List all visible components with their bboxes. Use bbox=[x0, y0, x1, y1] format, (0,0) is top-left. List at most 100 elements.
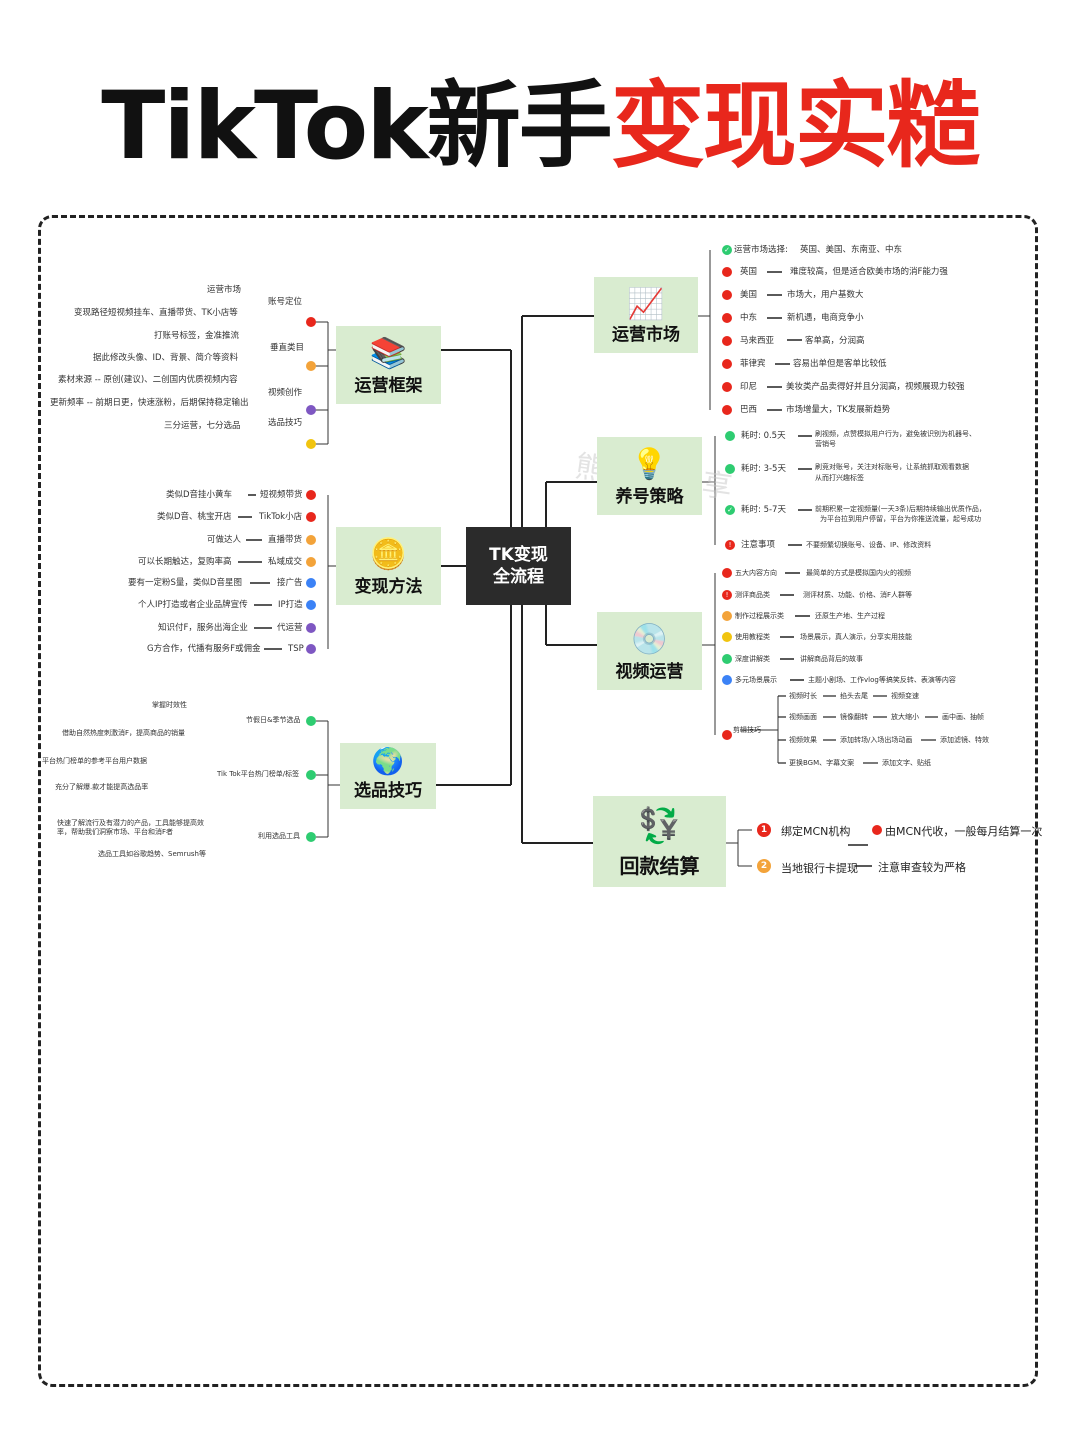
monetization-desc: 类似D音、桃宝开店 bbox=[157, 512, 232, 522]
framework-item: 素材来源 -- 原创(建议)、二创国内优质视频内容 bbox=[58, 375, 238, 385]
globe-icon: 🌍 bbox=[371, 747, 405, 777]
green-dot-icon bbox=[306, 832, 316, 842]
green-dot-icon bbox=[306, 770, 316, 780]
books-icon: 📚 bbox=[369, 336, 408, 371]
red-dot-icon bbox=[722, 336, 732, 346]
red-dot-icon bbox=[722, 730, 732, 740]
selection-item: 选品工具如谷歌趋势、Semrush等 bbox=[98, 850, 206, 858]
video-key: 测评商品类 bbox=[735, 591, 770, 599]
alert-icon: ! bbox=[725, 540, 735, 550]
nurturing-key: 耗时: 3-5天 bbox=[741, 464, 786, 474]
editing-item: 视频变速 bbox=[891, 692, 919, 700]
monetization-method: 代运营 bbox=[277, 623, 303, 633]
market-key: 英国 bbox=[740, 267, 758, 277]
framework-group-label: 选品技巧 bbox=[268, 418, 303, 428]
editing-item: 添加转场/入场出场动画 bbox=[840, 736, 913, 744]
purple-dot-icon bbox=[306, 644, 316, 654]
market-key: 中东 bbox=[740, 313, 758, 323]
monetization-desc: 个人IP打造或者企业品牌宣传 bbox=[138, 600, 248, 610]
video-key: 多元场景展示 bbox=[735, 676, 777, 684]
video-key: 深度讲解类 bbox=[735, 655, 770, 663]
red-dot-icon bbox=[722, 290, 732, 300]
editing-label: 剪辑技巧 bbox=[733, 726, 761, 734]
market-value: 容易出单但是客单比较低 bbox=[793, 359, 887, 369]
editing-item: 画中画、抽帧 bbox=[942, 713, 984, 721]
selection-item: 借助自然热度刺激消F，提高商品的销量 bbox=[62, 729, 186, 737]
selection-item: 充分了解爆.款才能提高选品率 bbox=[55, 783, 149, 791]
monetization-method: 私域成交 bbox=[268, 557, 303, 567]
video-value: 讲解商品背后的故事 bbox=[800, 655, 863, 663]
number-badge-1: 1 bbox=[757, 823, 771, 837]
red-dot-icon bbox=[306, 512, 316, 522]
green-dot-icon bbox=[306, 716, 316, 726]
category-label: 视频运营 bbox=[615, 662, 684, 682]
market-key: 印尼 bbox=[740, 382, 758, 392]
market-value: 难度较高，但是适合欧美市场的消F能力强 bbox=[790, 267, 948, 277]
page-title: TikTok新手变现实糙 bbox=[0, 72, 1080, 182]
editing-item: 放大缩小 bbox=[891, 713, 919, 721]
market-value: 市场增量大，TK发展新趋势 bbox=[786, 405, 891, 415]
red-dot-icon bbox=[872, 825, 882, 835]
editing-item: 添加滤镜、特效 bbox=[940, 736, 989, 744]
center-node: TK变现 全流程 bbox=[466, 527, 571, 605]
yellow-dot-icon bbox=[306, 439, 316, 449]
video-value: 最简单的方式是模拟国内火的视频 bbox=[806, 569, 911, 577]
monetization-desc: 类似D音挂小黄车 bbox=[166, 490, 233, 500]
monetization-desc: 可以长期触达，复购率高 bbox=[138, 557, 232, 567]
editing-item: 视频画面 bbox=[789, 713, 817, 721]
check-icon: ✓ bbox=[722, 245, 732, 255]
monetization-method: TikTok小店 bbox=[259, 512, 303, 522]
market-key: 马来西亚 bbox=[740, 336, 775, 346]
category-label: 变现方法 bbox=[354, 577, 423, 597]
editing-item: 更换BGM、字幕文案 bbox=[789, 759, 855, 767]
green-dot-icon bbox=[725, 431, 735, 441]
nurturing-value: 刷竞对账号，关注对标账号，让系统抓取观看数据 bbox=[815, 463, 969, 471]
payment-key: 绑定MCN机构 bbox=[781, 825, 851, 838]
nurturing-value: 为平台拉到用户停留，平台为你推送流量，起号成功 bbox=[820, 515, 981, 523]
yellow-dot-icon bbox=[722, 632, 732, 642]
selection-group-label: 节假日&季节选品 bbox=[246, 716, 301, 724]
framework-item: 更新频率 -- 前期日更，快速涨粉，后期保持稳定输出 bbox=[50, 398, 249, 408]
green-dot-icon bbox=[722, 654, 732, 664]
selection-item: 快速了解流行及有潜力的产品，工具能够提高效率，帮助我们洞察市场、平台和消F者 bbox=[57, 819, 204, 836]
orange-dot-icon bbox=[306, 535, 316, 545]
editing-item: 添加文字、贴纸 bbox=[882, 759, 931, 767]
red-dot-icon bbox=[722, 313, 732, 323]
framework-item: 打账号标签，金准推流 bbox=[154, 331, 240, 341]
orange-dot-icon bbox=[306, 557, 316, 567]
category-label: 运营框架 bbox=[354, 376, 423, 396]
center-line2: 全流程 bbox=[493, 567, 544, 587]
purple-dot-icon bbox=[306, 405, 316, 415]
framework-item: 运营市场 bbox=[207, 285, 242, 295]
market-value: 新机遇，电商竞争小 bbox=[787, 313, 864, 323]
market-value: 英国、美国、东南亚、中东 bbox=[800, 245, 903, 255]
blue-dot-icon bbox=[722, 675, 732, 685]
nurturing-key: 耗时: 5-7天 bbox=[741, 505, 786, 515]
alert-icon: ! bbox=[722, 590, 732, 600]
editing-item: 掐头去尾 bbox=[840, 692, 868, 700]
nurturing-value: 不要频繁切换账号、设备、IP、修改资料 bbox=[806, 541, 932, 549]
blue-dot-icon bbox=[306, 600, 316, 610]
monetization-method: 直播带货 bbox=[268, 535, 303, 545]
category-monetization: 🪙 变现方法 bbox=[336, 527, 441, 605]
red-dot-icon bbox=[722, 405, 732, 415]
category-label: 回款结算 bbox=[619, 854, 700, 878]
framework-group-label: 账号定位 bbox=[268, 297, 303, 307]
editing-item: 镜像翻转 bbox=[840, 713, 868, 721]
red-dot-icon bbox=[722, 359, 732, 369]
category-label: 选品技巧 bbox=[354, 781, 422, 801]
video-key: 使用教程类 bbox=[735, 633, 770, 641]
monetization-method: 接广告 bbox=[277, 578, 303, 588]
category-operation-framework: 📚 运营框架 bbox=[336, 326, 441, 404]
editing-item: 视频效果 bbox=[789, 736, 817, 744]
video-value: 还原生产地、生产过程 bbox=[815, 612, 885, 620]
nurturing-value: 营销号 bbox=[815, 440, 836, 448]
video-value: 主题小剧场、工作vlog等搞笑反转、表演等内容 bbox=[808, 676, 956, 684]
payment-value: 由MCN代收，一般每月结算一次 bbox=[885, 825, 1043, 838]
nurturing-value: 前期积累一定视频量(一天3条)后期持续输出优质作品， bbox=[815, 505, 986, 513]
number-badge-2: 2 bbox=[757, 859, 771, 873]
currency-exchange-icon: 💱 bbox=[638, 806, 681, 846]
orange-dot-icon bbox=[722, 611, 732, 621]
framework-item: 据此修改头像、ID、背景、简介等资料 bbox=[93, 353, 239, 363]
lightbulb-icon: 💡 bbox=[630, 447, 669, 482]
